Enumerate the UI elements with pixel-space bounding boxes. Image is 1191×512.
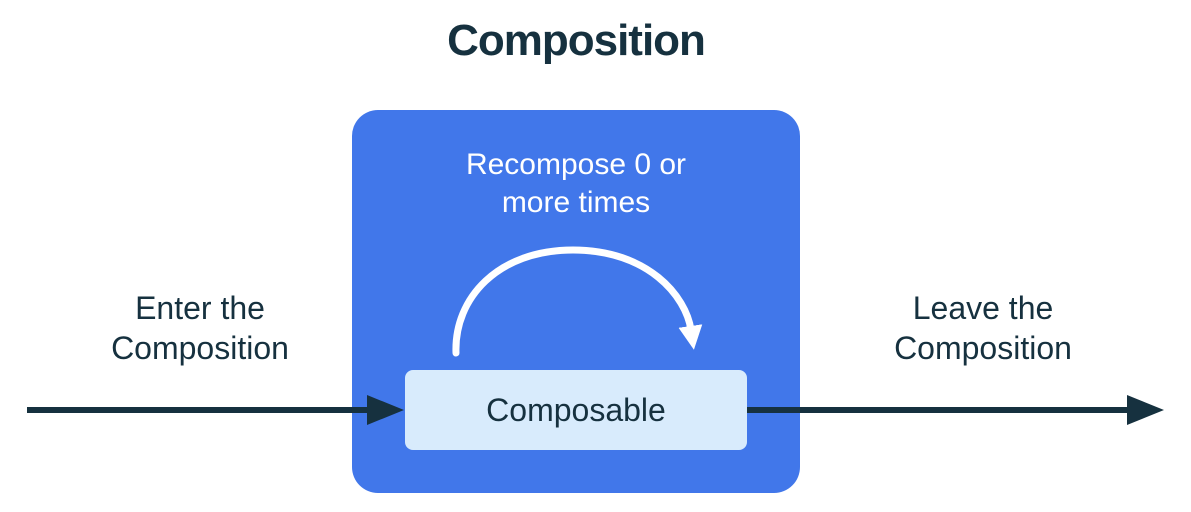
leave-arrow [747, 395, 1164, 425]
page-title: Composition [447, 16, 706, 65]
recompose-label: Recompose 0 or more times [465, 148, 687, 219]
composable-label: Composable [486, 391, 666, 428]
enter-arrow [27, 395, 404, 425]
composable-box: Composable [405, 370, 747, 450]
recompose-arc-arrow [452, 246, 703, 357]
enter-composition-label: Enter the Composition [111, 290, 289, 366]
leave-composition-label: Leave the Composition [894, 290, 1072, 366]
